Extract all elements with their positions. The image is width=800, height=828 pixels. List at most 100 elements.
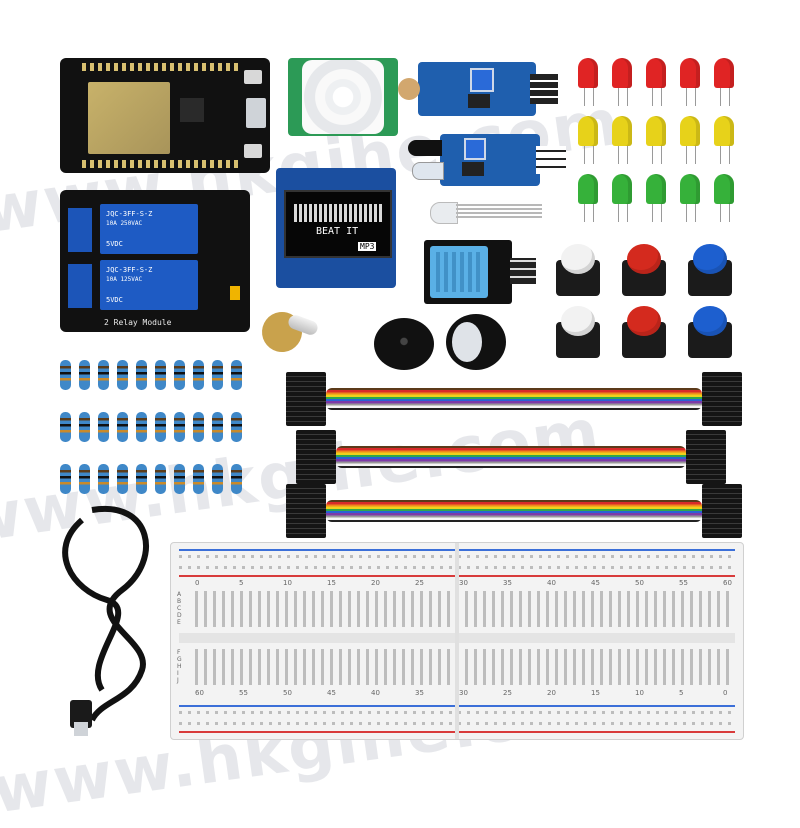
row-letter: I xyxy=(177,670,179,677)
relay-label: JQC-3FF-S-Z xyxy=(106,210,153,218)
column-number: 45 xyxy=(591,579,600,587)
usb-cable xyxy=(62,505,149,736)
led xyxy=(578,58,598,88)
oled-screen: BEAT IT MP3 xyxy=(284,190,392,258)
chip xyxy=(462,162,484,176)
row-letter: H xyxy=(177,663,182,670)
pin-header xyxy=(510,258,536,284)
resistor xyxy=(193,360,204,390)
resistor xyxy=(231,360,242,390)
potentiometer xyxy=(470,68,494,92)
oled-label: MP3 xyxy=(358,242,377,251)
column-number: 35 xyxy=(503,579,512,587)
relay-rating: 10A 125VAC xyxy=(106,276,143,283)
column-number: 50 xyxy=(283,689,292,697)
led-leads xyxy=(618,204,628,222)
column-number: 50 xyxy=(635,579,644,587)
button-cap xyxy=(561,306,595,336)
ir-sensor-module xyxy=(440,134,566,186)
push-buttons xyxy=(556,244,746,364)
led xyxy=(646,116,666,146)
column-number: 15 xyxy=(591,689,600,697)
column-number: 25 xyxy=(415,579,424,587)
jumper-wire-ribbon xyxy=(326,388,702,410)
resistor xyxy=(231,412,242,442)
resistor xyxy=(79,360,90,390)
column-number: 5 xyxy=(239,579,244,587)
dht11-sensor xyxy=(430,246,488,298)
rgb-led xyxy=(430,202,458,224)
led-leads xyxy=(584,88,594,106)
button-cap xyxy=(693,306,727,336)
led-leads xyxy=(618,88,628,106)
resistor xyxy=(174,360,185,390)
row-letter: A xyxy=(177,591,182,598)
pin-header xyxy=(536,146,566,174)
column-number: 20 xyxy=(547,689,556,697)
led xyxy=(578,116,598,146)
jumper-wire-connectors xyxy=(286,372,326,426)
column-number: 0 xyxy=(723,689,728,697)
terminal-strip-bottom xyxy=(195,649,735,685)
led xyxy=(680,58,700,88)
led-leads xyxy=(584,204,594,222)
potentiometer xyxy=(464,138,486,160)
pin-header xyxy=(82,160,242,168)
column-number: 40 xyxy=(371,689,380,697)
column-number: 30 xyxy=(459,689,468,697)
resistor xyxy=(60,464,71,494)
dht11-module xyxy=(424,240,536,304)
resistor xyxy=(136,360,147,390)
led-leads xyxy=(584,146,594,164)
active-buzzer xyxy=(374,318,434,370)
chip xyxy=(468,94,490,108)
resistor xyxy=(212,412,223,442)
terminal-block xyxy=(68,208,92,252)
terminal-block xyxy=(68,264,92,308)
led xyxy=(646,174,666,204)
pin-header xyxy=(530,74,558,104)
column-number: 0 xyxy=(195,579,200,587)
chip xyxy=(180,98,204,122)
led-leads xyxy=(720,204,730,222)
relay: JQC-3FF-S-Z 10A 250VAC 5VDC xyxy=(100,204,198,254)
ir-led xyxy=(412,162,444,180)
rotary-potentiometer xyxy=(254,302,320,360)
resistor xyxy=(212,360,223,390)
sensor-grille xyxy=(436,252,482,292)
passive-buzzer xyxy=(446,314,506,370)
usb-connector xyxy=(74,722,88,736)
resistor xyxy=(155,464,166,494)
row-letter: G xyxy=(177,656,182,663)
led-leads xyxy=(456,204,542,218)
resistor xyxy=(174,412,185,442)
row-letter: F xyxy=(177,649,181,656)
resistor xyxy=(117,412,128,442)
buzzer-sticker xyxy=(452,322,482,362)
resistor xyxy=(117,464,128,494)
cable-loop xyxy=(89,505,149,722)
led-leads xyxy=(720,88,730,106)
column-number: 40 xyxy=(547,579,556,587)
relay-module-title: 2 Relay Module xyxy=(104,318,172,327)
button xyxy=(244,144,262,158)
button-cap xyxy=(627,244,661,274)
relay-rating: 10A 250VAC xyxy=(106,220,143,227)
resistor xyxy=(212,464,223,494)
led-grid xyxy=(578,58,748,234)
column-number: 20 xyxy=(371,579,380,587)
column-number: 15 xyxy=(327,579,336,587)
resistor xyxy=(79,412,90,442)
esp32-board xyxy=(60,58,270,173)
jumper-wires xyxy=(286,372,742,540)
button-cap xyxy=(627,306,661,336)
breadboard-divider xyxy=(455,543,459,739)
led xyxy=(646,58,666,88)
led xyxy=(612,58,632,88)
oled-display-module: BEAT IT MP3 xyxy=(276,168,396,288)
row-letter: C xyxy=(177,605,182,612)
relay-rating: 5VDC xyxy=(106,296,123,304)
resistor xyxy=(60,412,71,442)
led xyxy=(714,174,734,204)
